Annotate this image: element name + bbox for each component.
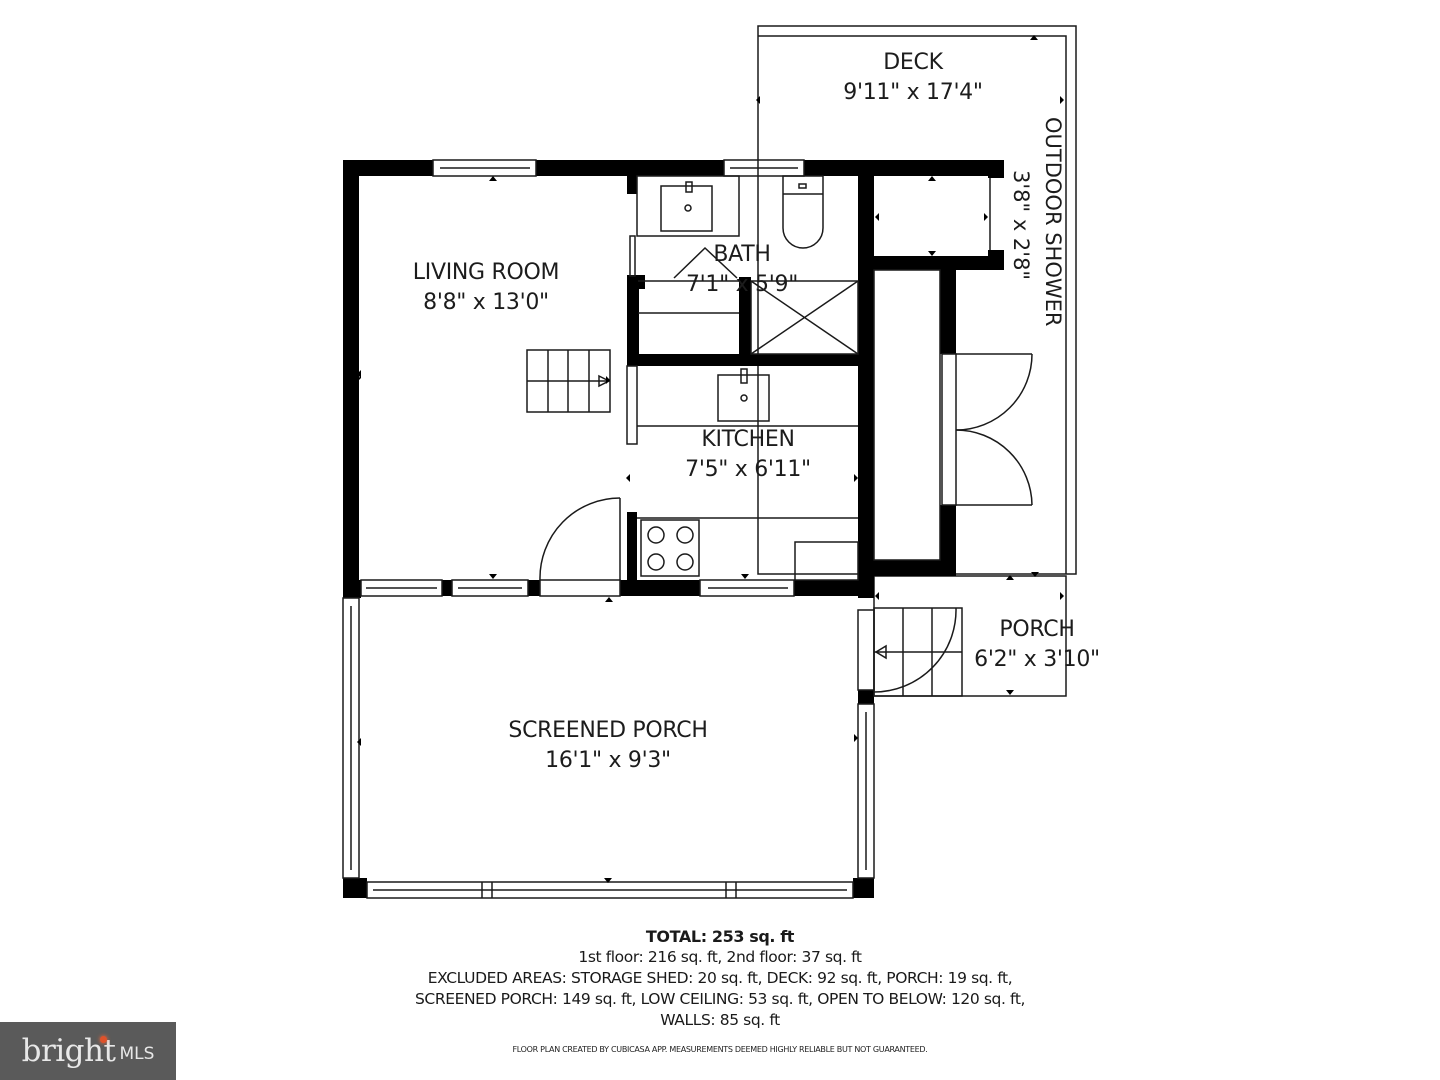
total-area: TOTAL: 253 sq. ft — [645, 927, 795, 946]
room-name: KITCHEN — [701, 427, 795, 452]
room-dims: 6'2" x 3'10" — [974, 647, 1100, 672]
deck-outline — [757, 25, 1077, 575]
room-name: BATH — [713, 242, 771, 267]
dimension-markers — [357, 35, 1064, 883]
excluded-areas-line-3: WALLS: 85 sq. ft — [660, 1011, 780, 1029]
room-label-kitchen: KITCHEN 7'5" x 6'11" — [685, 425, 811, 485]
room-label-outdoor-shower-name: OUTDOOR SHOWER — [1040, 117, 1066, 327]
room-dims: 9'11" x 17'4" — [843, 80, 983, 105]
logo-spark-icon — [100, 1036, 107, 1043]
room-label-porch: PORCH 6'2" x 3'10" — [974, 615, 1100, 675]
room-label-living-room: LIVING ROOM 8'8" x 13'0" — [412, 258, 560, 318]
logo-suffix: MLS — [119, 1044, 155, 1064]
room-label-bath: BATH 7'1" x 5'9" — [686, 240, 798, 300]
room-dims: 16'1" x 9'3" — [545, 748, 671, 773]
floor-areas: 1st floor: 216 sq. ft, 2nd floor: 37 sq.… — [578, 948, 862, 966]
room-dims: 7'1" x 5'9" — [685, 272, 799, 297]
room-label-screened-porch: SCREENED PORCH 16'1" x 9'3" — [508, 716, 707, 776]
excluded-areas-line-2: SCREENED PORCH: 149 sq. ft, LOW CEILING:… — [414, 990, 1026, 1008]
kitchen-sink — [717, 368, 770, 422]
room-dims: 8'8" x 13'0" — [423, 290, 549, 315]
window — [723, 159, 805, 177]
room-name: SCREENED PORCH — [508, 718, 708, 743]
stove — [640, 519, 700, 577]
room-label-deck: DECK 9'11" x 17'4" — [843, 48, 983, 108]
room-label-outdoor-shower-dims: 3'8" x 2'8" — [1008, 170, 1034, 280]
room-dims: 7'5" x 6'11" — [685, 457, 811, 482]
bright-mls-logo: bright MLS — [0, 1022, 176, 1080]
porch-stairs — [873, 607, 963, 697]
door — [539, 497, 621, 581]
walls — [343, 160, 1004, 898]
disclaimer: FLOOR PLAN CREATED BY CUBICASA APP. MEAS… — [512, 1045, 928, 1054]
room-name: LIVING ROOM — [412, 260, 560, 285]
double-door — [941, 353, 1033, 506]
bath-sink — [636, 175, 740, 237]
room-dims: 3'8" x 2'8" — [1009, 170, 1033, 281]
room-name: OUTDOOR SHOWER — [1041, 117, 1065, 327]
room-name: PORCH — [999, 617, 1075, 642]
excluded-areas-line-1: EXCLUDED AREAS: STORAGE SHED: 20 sq. ft,… — [427, 969, 1013, 987]
window — [432, 159, 537, 177]
toilet — [782, 175, 824, 249]
room-name: DECK — [883, 50, 943, 75]
area-summary: TOTAL: 253 sq. ft 1st floor: 216 sq. ft,… — [340, 926, 1100, 1031]
stairs — [526, 349, 611, 413]
shower-stall — [750, 280, 859, 355]
